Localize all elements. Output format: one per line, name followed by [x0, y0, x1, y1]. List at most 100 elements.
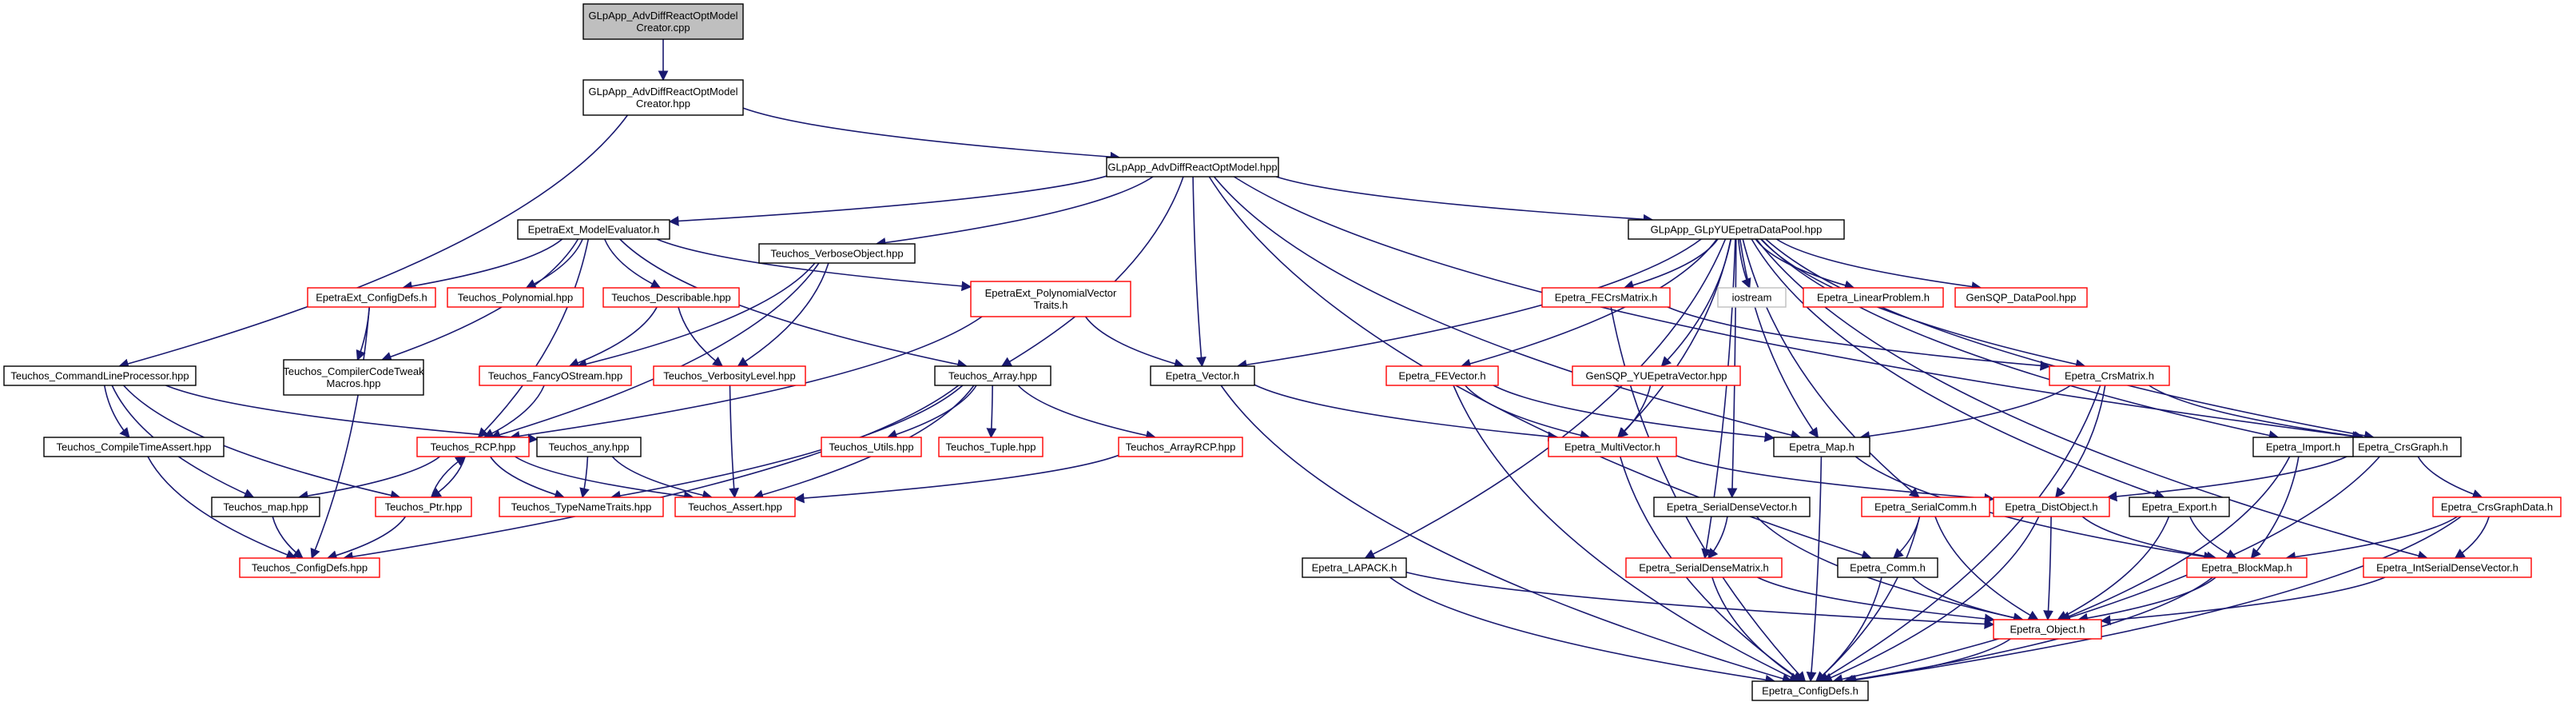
- node-import[interactable]: Epetra_Import.h: [2252, 437, 2354, 457]
- node-label: Teuchos_TypeNameTraits.hpp: [511, 501, 652, 513]
- node-verbobj[interactable]: Teuchos_VerboseObject.hpp: [758, 243, 916, 264]
- node-model_eval[interactable]: EpetraExt_ModelEvaluator.h: [517, 219, 670, 240]
- node-label: Epetra_BlockMap.h: [2201, 562, 2292, 574]
- edge-creator_hpp-to-cmdline: [118, 114, 629, 369]
- node-label: Creator.hpp: [636, 98, 690, 110]
- node-verblevel[interactable]: Teuchos_VerbosityLevel.hpp: [653, 365, 806, 386]
- edge-datapool-to-lapack: [1364, 238, 1727, 559]
- node-lapack[interactable]: Epetra_LAPACK.h: [1302, 557, 1407, 578]
- edge-polyvec-to-rcp: [509, 316, 983, 441]
- node-blockmap[interactable]: Epetra_BlockMap.h: [2186, 557, 2308, 578]
- node-export[interactable]: Epetra_Export.h: [2129, 497, 2230, 517]
- node-box-fecrs: [1541, 287, 1671, 308]
- node-label: Teuchos_Utils.hpp: [829, 441, 913, 453]
- node-gendatapool[interactable]: GenSQP_DataPool.hpp: [1954, 287, 2088, 308]
- node-box-iostream: [1717, 287, 1787, 308]
- nodes-layer: GLpApp_AdvDiffReactOptModelCreator.cppGL…: [3, 3, 2562, 701]
- node-utils[interactable]: Teuchos_Utils.hpp: [821, 437, 922, 457]
- edge-model_eval-to-describable: [603, 238, 662, 289]
- edge-model_hpp-to-model_eval: [668, 175, 1107, 226]
- edge-intsdv-to-object: [2100, 576, 2386, 625]
- node-assert[interactable]: Teuchos_Assert.hpp: [674, 497, 796, 517]
- edge-datapool-to-vector: [1236, 238, 1702, 370]
- node-arrayrcp[interactable]: Teuchos_ArrayRCP.hpp: [1118, 437, 1243, 457]
- node-box-multivector: [1548, 437, 1677, 457]
- node-label: Epetra_Comm.h: [1850, 562, 1926, 574]
- edge-fancy-to-rcp: [483, 385, 545, 438]
- edge-cmdline-to-compiletime: [103, 385, 130, 438]
- node-label: Teuchos_Array.hpp: [948, 370, 1037, 382]
- node-polynomial[interactable]: Teuchos_Polynomial.hpp: [447, 287, 584, 308]
- node-crsgraph[interactable]: Epetra_CrsGraph.h: [2344, 437, 2462, 457]
- node-box-fevector: [1385, 365, 1499, 386]
- edge-crsmatrix-to-map_h: [1859, 385, 2071, 441]
- edge-lapack-to-object: [1405, 571, 1995, 629]
- node-label: Epetra_LinearProblem.h: [1817, 292, 1930, 304]
- node-iostream[interactable]: iostream: [1717, 287, 1787, 308]
- edge-datapool-to-export: [1751, 238, 2165, 500]
- edge-any-to-assert: [611, 456, 713, 501]
- node-intsdv[interactable]: Epetra_IntSerialDenseVector.h: [2363, 557, 2532, 578]
- node-box-sdm: [1625, 557, 1783, 578]
- edge-blockmap-to-object: [2077, 576, 2216, 624]
- node-crsgraphdata[interactable]: Epetra_CrsGraphData.h: [2432, 497, 2562, 517]
- node-box-comm: [1837, 557, 1938, 578]
- edge-ext_configdefs-to-tweak: [356, 306, 371, 361]
- edge-model_hpp-to-datapool: [1275, 176, 1654, 225]
- node-distobject[interactable]: Epetra_DistObject.h: [1993, 497, 2110, 517]
- node-object[interactable]: Epetra_Object.h: [1993, 619, 2102, 640]
- node-array[interactable]: Teuchos_Array.hpp: [934, 365, 1051, 386]
- node-multivector[interactable]: Epetra_MultiVector.h: [1548, 437, 1677, 457]
- node-sdv[interactable]: Epetra_SerialDenseVector.h: [1653, 497, 1811, 517]
- edge-map_h-to-configdefs_h: [1806, 456, 1823, 683]
- node-compiletime[interactable]: Teuchos_CompileTimeAssert.hpp: [43, 437, 225, 457]
- edge-cmdline-to-any: [165, 385, 539, 444]
- node-box-configdefs_hpp: [239, 557, 380, 578]
- node-any[interactable]: Teuchos_any.hpp: [536, 437, 642, 457]
- node-map_h[interactable]: Epetra_Map.h: [1773, 437, 1870, 457]
- node-fancy[interactable]: Teuchos_FancyOStream.hpp: [479, 365, 632, 386]
- node-linprob[interactable]: Epetra_LinearProblem.h: [1803, 287, 1944, 308]
- node-box-serialcomm: [1861, 497, 1990, 517]
- node-label: Teuchos_CompileTimeAssert.hpp: [57, 441, 212, 453]
- node-ptr[interactable]: Teuchos_Ptr.hpp: [375, 497, 472, 517]
- node-datapool[interactable]: GLpApp_GLpYUEpetraDataPool.hpp: [1628, 219, 1845, 240]
- node-genyue[interactable]: GenSQP_YUEpetraVector.hpp: [1572, 365, 1741, 386]
- edge-rcp-to-map_hpp: [297, 456, 440, 501]
- edge-describable-to-verblevel: [678, 306, 724, 367]
- node-describable[interactable]: Teuchos_Describable.hpp: [602, 287, 740, 308]
- node-crsmatrix[interactable]: Epetra_CrsMatrix.h: [2049, 365, 2170, 386]
- node-vector[interactable]: Epetra_Vector.h: [1150, 365, 1255, 386]
- node-map_hpp[interactable]: Teuchos_map.hpp: [211, 497, 320, 517]
- node-box-any: [536, 437, 642, 457]
- node-cmdline[interactable]: Teuchos_CommandLineProcessor.hpp: [3, 365, 197, 386]
- node-fevector[interactable]: Epetra_FEVector.h: [1385, 365, 1499, 386]
- node-comm[interactable]: Epetra_Comm.h: [1837, 557, 1938, 578]
- node-ext_configdefs[interactable]: EpetraExt_ConfigDefs.h: [307, 287, 436, 308]
- node-label: Epetra_SerialDenseVector.h: [1667, 501, 1797, 513]
- node-configdefs_hpp[interactable]: Teuchos_ConfigDefs.hpp: [239, 557, 380, 578]
- node-model_hpp[interactable]: GLpApp_AdvDiffReactOptModel.hpp: [1106, 157, 1279, 178]
- node-box-model_hpp: [1106, 157, 1279, 178]
- node-box-compiletime: [43, 437, 225, 457]
- node-label: Macros.hpp: [327, 377, 381, 389]
- node-label: GLpApp_AdvDiffReactOptModel.hpp: [1107, 162, 1277, 174]
- node-fecrs[interactable]: Epetra_FECrsMatrix.h: [1541, 287, 1671, 308]
- node-typename[interactable]: Teuchos_TypeNameTraits.hpp: [499, 497, 664, 517]
- node-serialcomm[interactable]: Epetra_SerialComm.h: [1861, 497, 1990, 517]
- node-label: Teuchos_VerboseObject.hpp: [770, 248, 903, 260]
- node-label: Epetra_Map.h: [1789, 441, 1854, 453]
- node-box-creator_cpp: [582, 3, 744, 40]
- node-tuple[interactable]: Teuchos_Tuple.hpp: [938, 437, 1044, 457]
- node-sdm[interactable]: Epetra_SerialDenseMatrix.h: [1625, 557, 1783, 578]
- node-box-distobject: [1993, 497, 2110, 517]
- node-label: Teuchos_CompilerCodeTweak: [283, 365, 424, 377]
- edge-serialcomm-to-object: [1934, 516, 2039, 620]
- node-configdefs_h[interactable]: Epetra_ConfigDefs.h: [1751, 680, 1869, 701]
- node-box-lapack: [1302, 557, 1407, 578]
- node-rcp[interactable]: Teuchos_RCP.hpp: [416, 437, 530, 457]
- node-box-crsgraph: [2344, 437, 2462, 457]
